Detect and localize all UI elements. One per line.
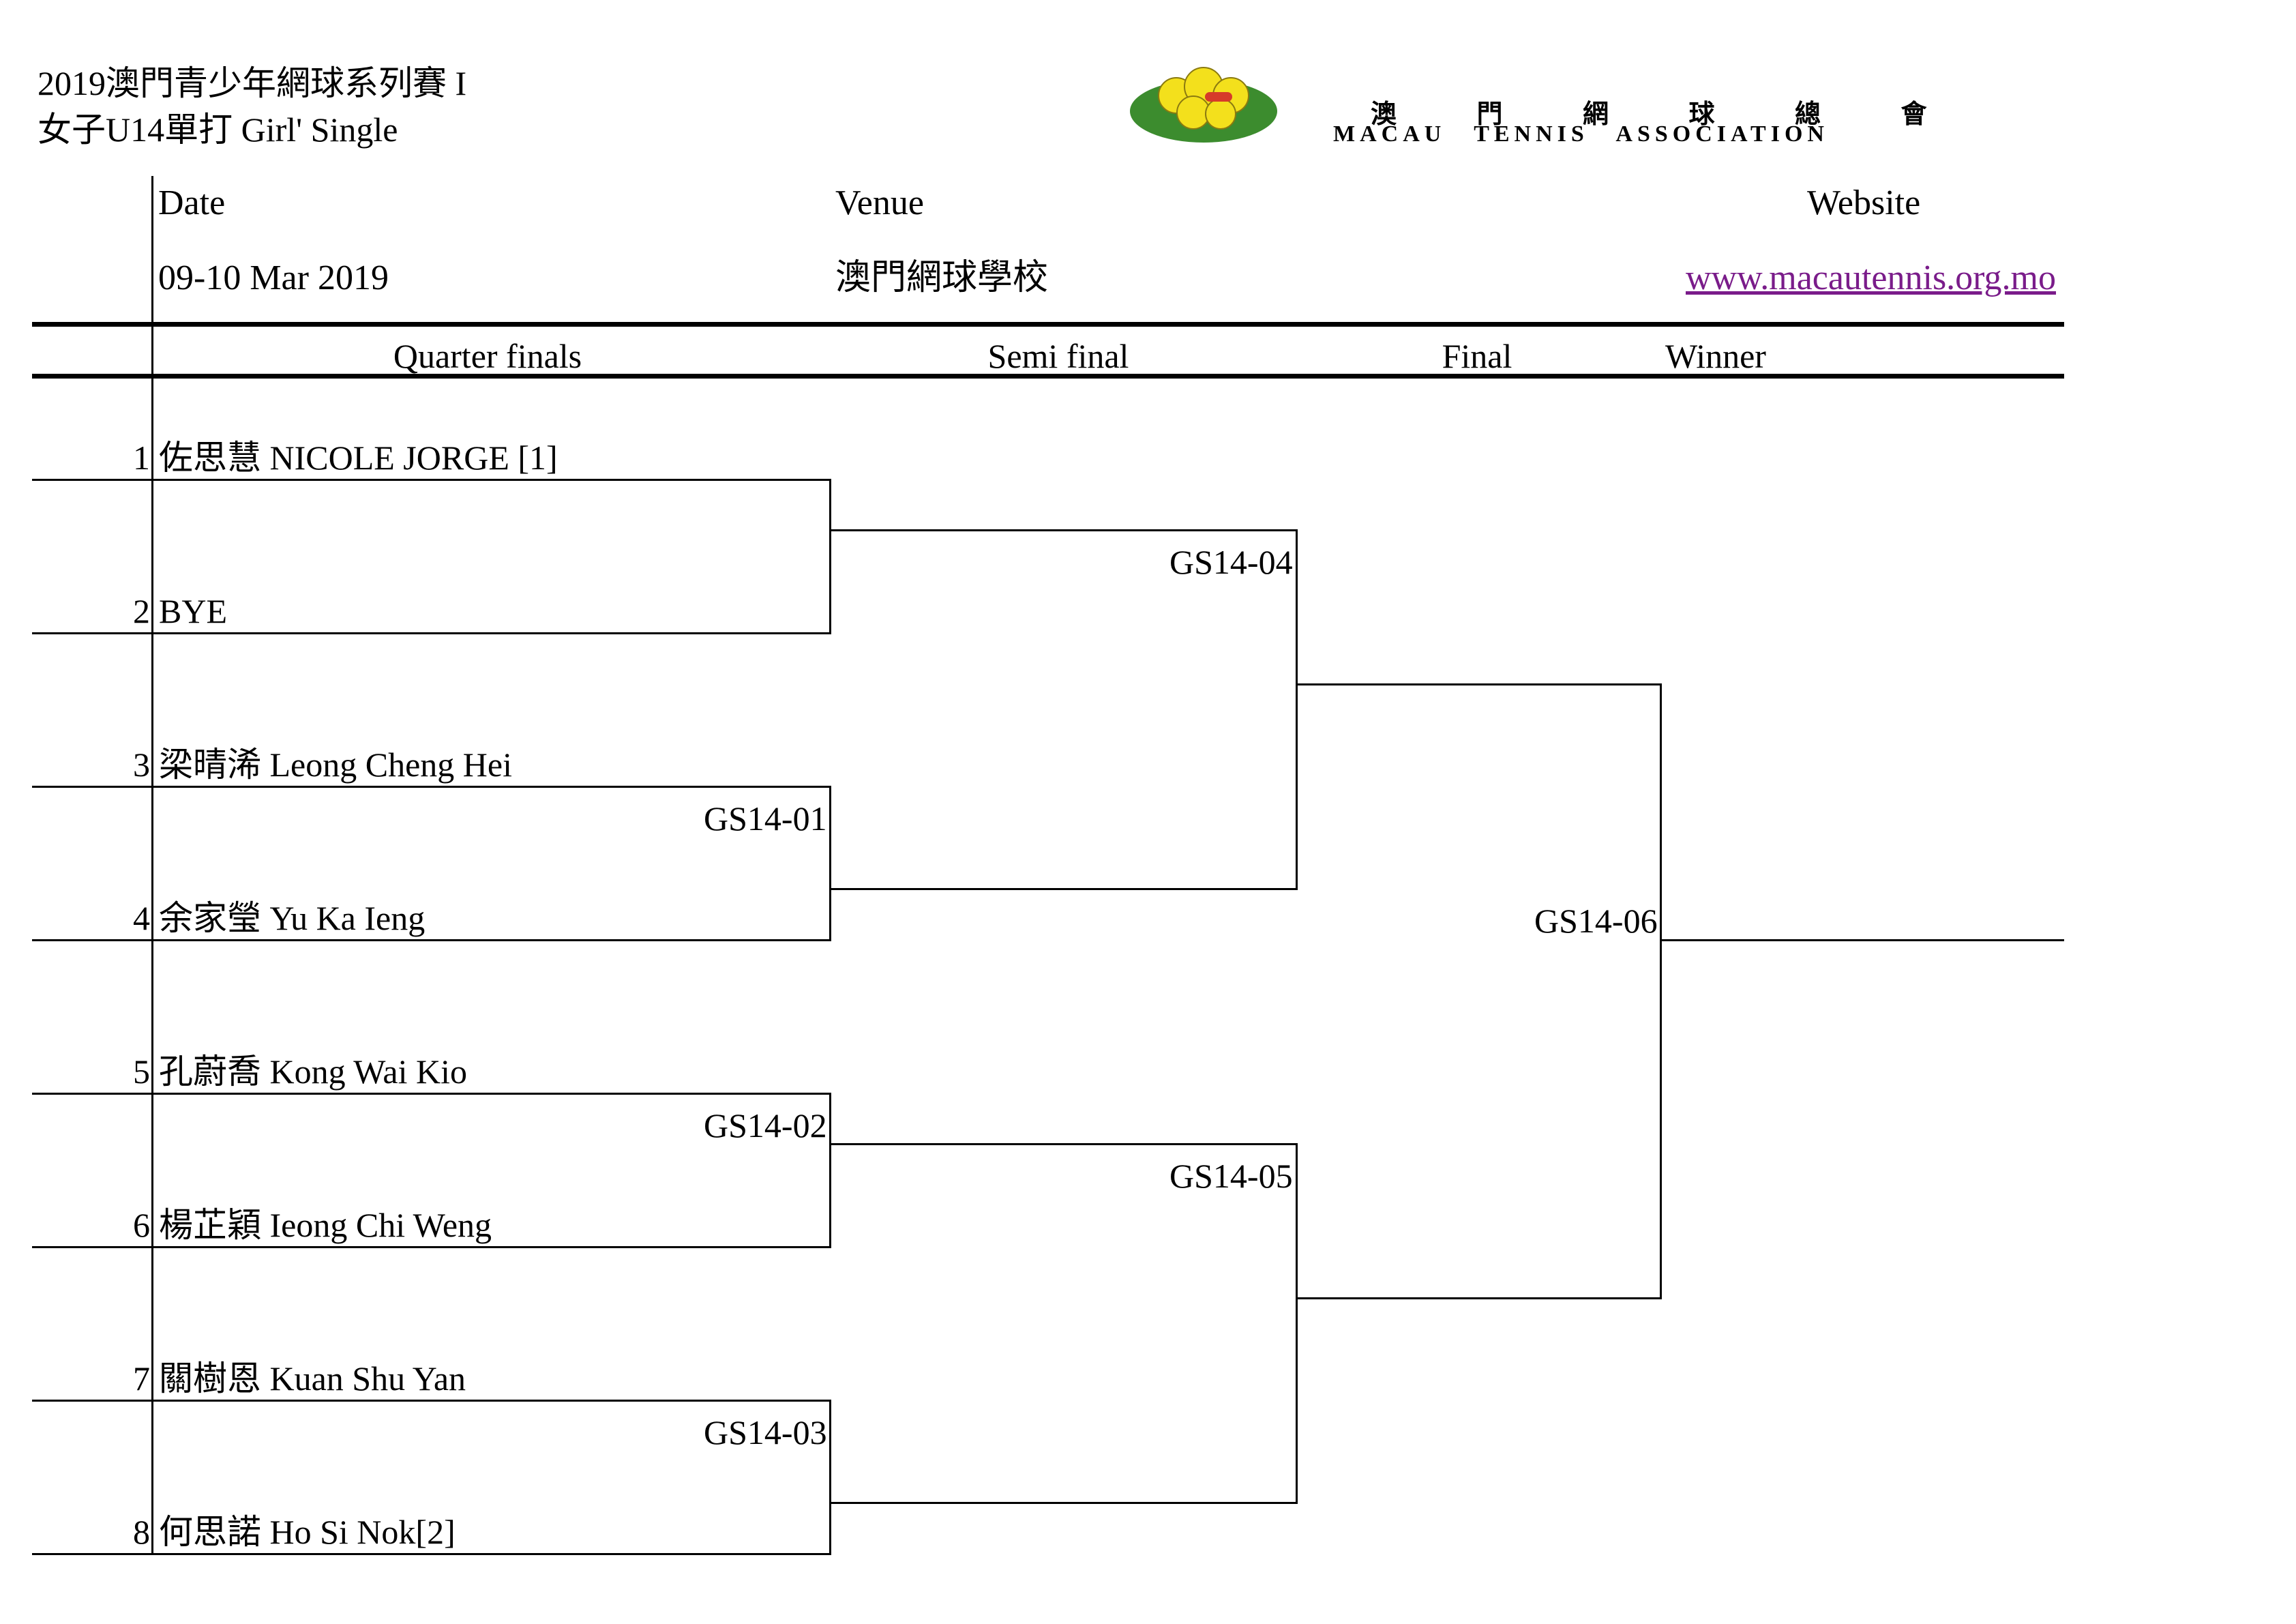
- player-line: [32, 632, 831, 634]
- venue-value: 澳門網球學校: [835, 259, 1049, 297]
- sf-bracket-connector: [1296, 529, 1298, 890]
- match-code: GS14-05: [1169, 1157, 1293, 1195]
- winner-line: [1660, 939, 2064, 941]
- player-line: [32, 1246, 831, 1248]
- round-header-winner: Winner: [1665, 337, 1766, 375]
- player-name: 佐思慧 NICOLE JORGE [1]: [159, 439, 558, 477]
- rounds-column-divider: [151, 327, 153, 374]
- player-line: [32, 1553, 831, 1555]
- round-header-semi-final: Semi final: [987, 337, 1129, 375]
- qf-bracket-connector: [829, 479, 831, 634]
- website-link[interactable]: www.macautennis.org.mo: [1686, 259, 2057, 297]
- player-name: 關樹恩 Kuan Shu Yan: [159, 1359, 466, 1398]
- seed-number: 4: [133, 899, 150, 937]
- seed-number: 1: [133, 439, 150, 477]
- seed-number: 5: [133, 1052, 150, 1091]
- player-line: [32, 786, 831, 788]
- seed-column-divider: [151, 379, 153, 1555]
- qf-bracket-connector: [829, 786, 831, 941]
- tournament-title: 2019澳門青少年網球系列賽 I: [38, 64, 467, 102]
- seed-number: 2: [133, 592, 150, 630]
- sf-line: [829, 888, 1298, 890]
- header-divider-top: [32, 322, 2064, 327]
- match-code: GS14-06: [1534, 902, 1658, 940]
- macau-tennis-association-logo: [1130, 67, 1277, 143]
- player-line: [32, 479, 831, 481]
- player-name: 梁晴浠 Leong Cheng Hei: [159, 745, 512, 784]
- player-name: 何思諾 Ho Si Nok[2]: [159, 1513, 456, 1551]
- association-name-chinese: 澳 門 網 球 總 會: [1371, 100, 1964, 129]
- final-line: [1296, 683, 1662, 685]
- match-code: GS14-03: [704, 1413, 827, 1451]
- player-line: [32, 1093, 831, 1095]
- match-code: GS14-01: [704, 799, 827, 838]
- player-line: [32, 1400, 831, 1402]
- seed-number: 3: [133, 745, 150, 784]
- seed-number: 6: [133, 1206, 150, 1244]
- date-label: Date: [158, 183, 226, 222]
- sf-bracket-connector: [1296, 1143, 1298, 1504]
- final-bracket-connector: [1660, 683, 1662, 1299]
- final-line: [1296, 1297, 1662, 1299]
- sf-line: [829, 1502, 1298, 1504]
- player-name: 楊芷穎 Ieong Chi Weng: [159, 1206, 492, 1244]
- info-column-divider: [151, 176, 153, 322]
- round-header-final: Final: [1442, 337, 1512, 375]
- player-name: BYE: [159, 592, 227, 630]
- seed-number: 7: [133, 1359, 150, 1398]
- match-code: GS14-04: [1169, 543, 1293, 581]
- website-label: Website: [1807, 183, 1921, 222]
- player-name: 孔蔚喬 Kong Wai Kio: [159, 1052, 467, 1091]
- match-code: GS14-02: [704, 1106, 827, 1145]
- player-name: 余家瑩 Yu Ka Ieng: [159, 899, 426, 937]
- round-header-quarter-finals: Quarter finals: [393, 337, 582, 375]
- date-value: 09-10 Mar 2019: [158, 259, 389, 297]
- sf-line: [829, 1143, 1298, 1145]
- venue-label: Venue: [835, 183, 924, 222]
- qf-bracket-connector: [829, 1093, 831, 1248]
- event-title: 女子U14單打 Girl' Single: [38, 110, 398, 149]
- player-line: [32, 939, 831, 941]
- header-divider-bottom: [32, 374, 2064, 379]
- sf-line: [829, 529, 1298, 531]
- seed-number: 8: [133, 1513, 150, 1551]
- association-name-english: MACAU TENNIS ASSOCIATION: [1333, 121, 1829, 147]
- qf-bracket-connector: [829, 1400, 831, 1555]
